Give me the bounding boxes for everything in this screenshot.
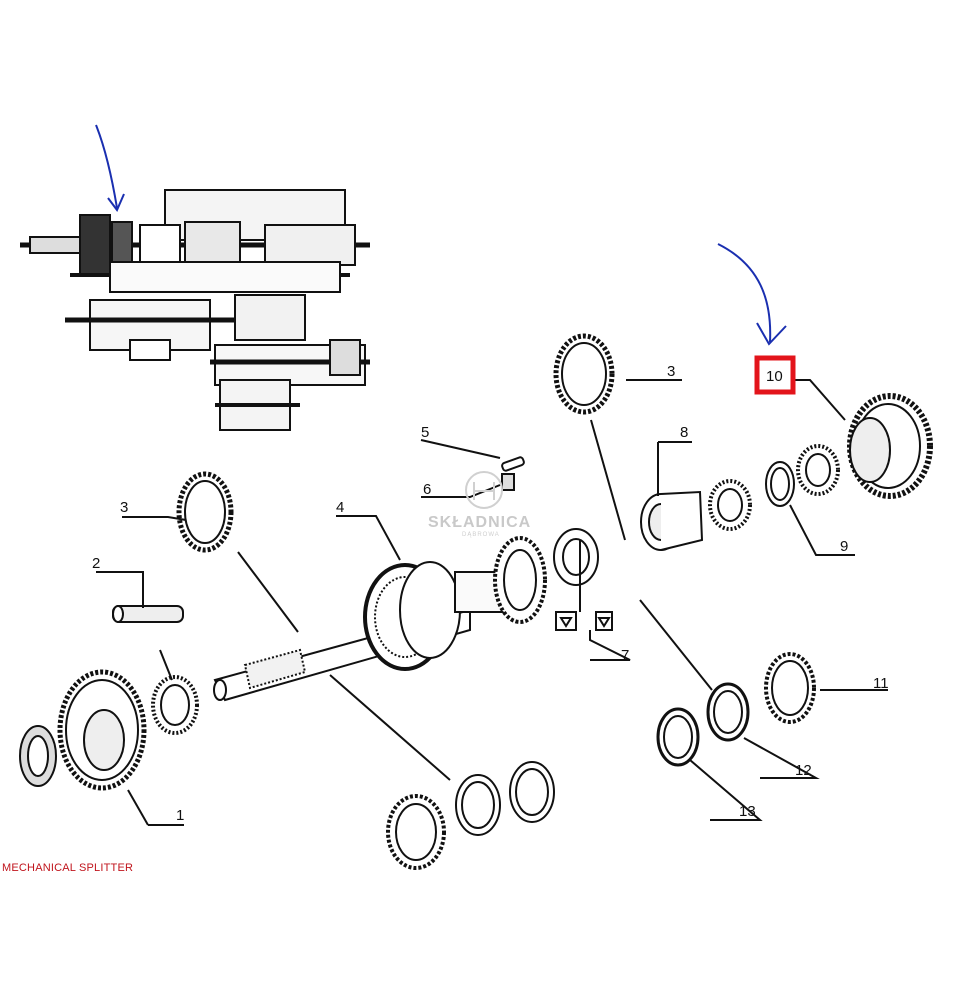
part-2-needle-bearing (151, 675, 199, 735)
callout-12: 12 (795, 762, 812, 779)
part-9-bearing-set (708, 444, 840, 531)
leader-lines (96, 379, 888, 826)
part-5-6-pins (501, 456, 525, 491)
part-3-sync-ring-left (176, 471, 234, 553)
diagram-caption: MECHANICAL SPLITTER (2, 862, 134, 874)
part-13-ring (656, 707, 700, 767)
arrow-right-part10 (717, 243, 772, 343)
part-8-sleeve (640, 490, 704, 551)
callout-13: 13 (739, 803, 756, 820)
gearbox-assembly-overview (20, 189, 370, 431)
arrow-left-overview (95, 124, 118, 209)
callout-11: 11 (873, 675, 889, 692)
watermark-name: SKŁADNICA (428, 514, 532, 531)
part-4-main-shaft (213, 536, 547, 702)
callout-2: 2 (92, 555, 100, 572)
callout-5: 5 (421, 424, 429, 441)
watermark-logo (465, 471, 503, 509)
part-3-sync-ring-right (553, 333, 615, 415)
bottom-sync-rings (386, 761, 555, 870)
annotation-arrows (95, 124, 787, 346)
part-2-pin (112, 605, 184, 623)
callout-9: 9 (840, 538, 848, 555)
callout-labels: 1 2 3 4 5 6 7 3 8 9 11 12 13 (92, 363, 889, 824)
callout-7: 7 (621, 647, 629, 664)
part-12-ring (706, 682, 750, 742)
callout-10: 10 (766, 368, 783, 385)
part-1-gear (19, 669, 147, 791)
callout-6: 6 (423, 481, 431, 498)
highlight-box (754, 355, 796, 395)
callout-3-right: 3 (667, 363, 675, 380)
part-7-bearing (553, 528, 613, 631)
callout-1: 1 (176, 807, 184, 824)
watermark-sub: DĄBROWA (462, 532, 500, 538)
part-11-ring (764, 652, 816, 724)
callout-3-left: 3 (120, 499, 128, 516)
callout-8: 8 (680, 424, 688, 441)
callout-4: 4 (336, 499, 344, 516)
callout-10-highlight: 10 (754, 355, 796, 395)
part-10-gear (847, 393, 933, 499)
